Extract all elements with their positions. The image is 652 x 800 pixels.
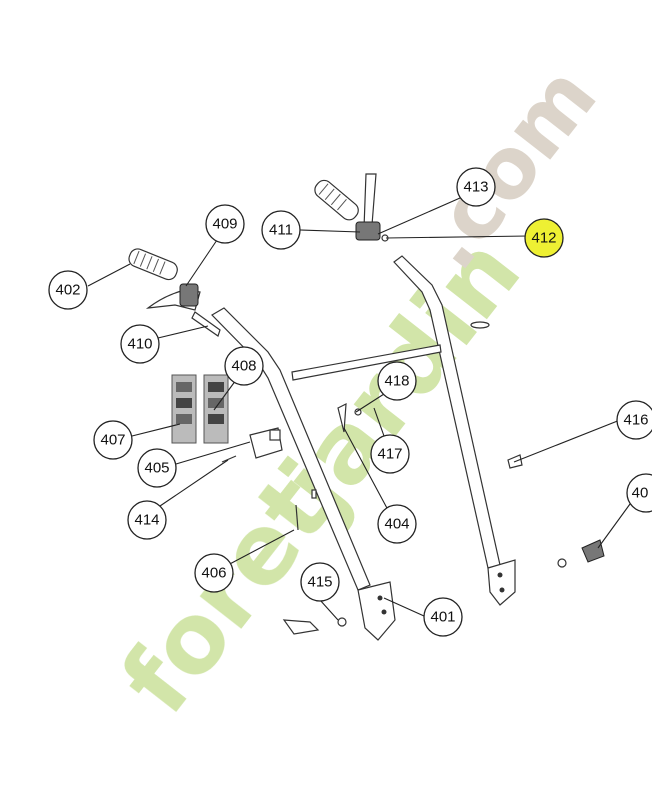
callout-412: 412 bbox=[524, 218, 564, 258]
svg-text:414: 414 bbox=[134, 512, 159, 529]
left-grip bbox=[128, 248, 178, 281]
svg-text:409: 409 bbox=[212, 216, 237, 233]
svg-text:407: 407 bbox=[100, 432, 125, 449]
svg-text:416: 416 bbox=[623, 412, 648, 429]
svg-text:412: 412 bbox=[531, 230, 556, 247]
svg-text:413: 413 bbox=[463, 179, 488, 196]
callout-401: 401 bbox=[423, 597, 463, 637]
callout-408: 408 bbox=[224, 346, 264, 386]
svg-text:406: 406 bbox=[201, 565, 226, 582]
callout-415: 415 bbox=[300, 562, 340, 602]
callout-402: 402 bbox=[48, 270, 88, 310]
svg-text:40: 40 bbox=[632, 485, 649, 502]
callout-409: 409 bbox=[205, 204, 245, 244]
svg-text:417: 417 bbox=[377, 446, 402, 463]
callout-418: 418 bbox=[377, 361, 417, 401]
small-parts bbox=[221, 402, 605, 635]
callout-411: 411 bbox=[261, 210, 301, 250]
svg-text:405: 405 bbox=[144, 460, 169, 477]
right-grip bbox=[314, 179, 359, 221]
svg-text:410: 410 bbox=[127, 336, 152, 353]
left-lever bbox=[145, 283, 221, 337]
callout-414: 414 bbox=[127, 500, 167, 540]
svg-text:402: 402 bbox=[55, 282, 80, 299]
callout-405: 405 bbox=[137, 448, 177, 488]
callout-416: 416 bbox=[616, 400, 652, 440]
callout-403: 40 bbox=[626, 473, 652, 513]
right-lever bbox=[355, 173, 389, 242]
svg-text:401: 401 bbox=[430, 609, 455, 626]
callout-417: 417 bbox=[370, 434, 410, 474]
svg-text:408: 408 bbox=[231, 358, 256, 375]
cable-clamp bbox=[249, 427, 283, 459]
callout-406: 406 bbox=[194, 553, 234, 593]
decals bbox=[171, 374, 229, 444]
svg-text:411: 411 bbox=[269, 222, 293, 239]
watermark-text-dot: .com bbox=[399, 48, 616, 287]
leader-lines bbox=[87, 197, 631, 621]
callout-407: 407 bbox=[93, 420, 133, 460]
svg-text:418: 418 bbox=[384, 373, 409, 390]
svg-text:415: 415 bbox=[307, 574, 332, 591]
svg-text:404: 404 bbox=[384, 516, 409, 533]
callout-404: 404 bbox=[377, 504, 417, 544]
callout-410: 410 bbox=[120, 324, 160, 364]
callout-413: 413 bbox=[456, 167, 496, 207]
